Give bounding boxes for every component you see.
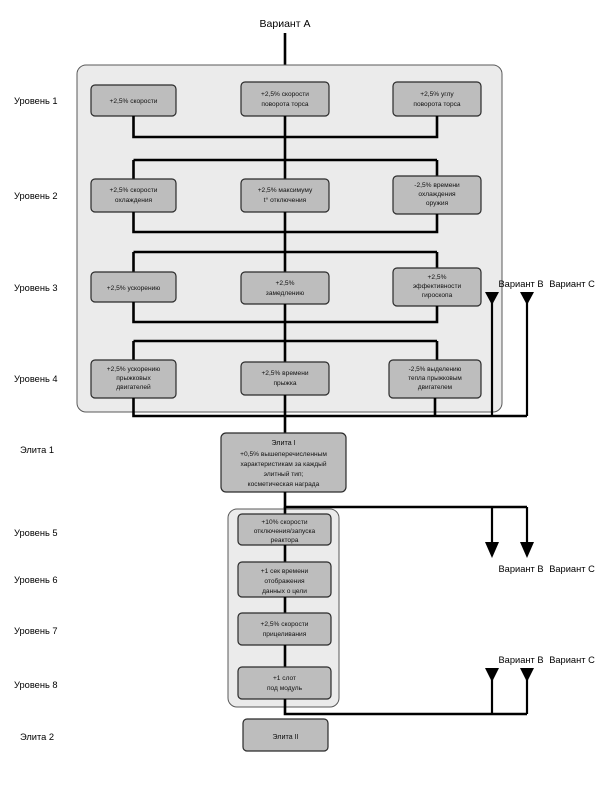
row-label-level-7: Уровень 7 [14, 626, 58, 636]
arrowhead-variant-b-pair3 [485, 668, 499, 682]
node-level1-left-line1: +2,5% скорости [110, 98, 158, 105]
node-elite1-line5: косметическая награда [248, 481, 320, 488]
row-label-elite-2: Элита 2 [20, 732, 54, 742]
node-level1-right-line1: +2,5% углу [420, 91, 454, 98]
node-level4-mid-line2: прыжка [273, 380, 296, 387]
node-level4-left-line2: прыжковых [116, 375, 151, 382]
node-level5-line2: отключения/запуска [254, 528, 316, 535]
node-level3-right-line2: эффективности [413, 283, 462, 290]
node-level3-mid[interactable] [240, 271, 330, 305]
node-level3-right-line3: гироскопа [422, 292, 453, 299]
node-elite2-line1: Элита II [272, 732, 298, 741]
node-level1-mid[interactable] [240, 81, 330, 117]
node-level2-mid[interactable] [240, 178, 330, 213]
node-elite2[interactable] [242, 718, 329, 752]
lower-branch-panel [227, 508, 340, 708]
row-label-level-4: Уровень 4 [14, 374, 58, 384]
row-label-level-2: Уровень 2 [14, 191, 58, 201]
edge-level8-bus [283, 699, 527, 716]
node-level2-right-line3: оружия [426, 200, 449, 207]
node-level4-right-line1: -2,5% выделению [409, 366, 462, 373]
node-level6-line1: +1 сек времени [261, 568, 309, 575]
node-level1-mid-line1: +2,5% скорости [261, 91, 309, 98]
node-level7-line2: прицеливания [263, 631, 307, 638]
edge-level4-bus-bottom [132, 398, 527, 418]
arrowhead-variant-c-pair1 [520, 292, 534, 305]
node-level5-line3: реактора [271, 537, 299, 544]
node-level4-left-line1: +2,5% ускорению [107, 366, 161, 373]
upper-branch-panel [76, 64, 503, 413]
node-level2-right-line1: -2,5% времени [414, 182, 460, 189]
node-level1-right[interactable] [392, 81, 482, 117]
variant-c-label-pair2: Вариант C [549, 564, 595, 574]
variant-b-label-pair1: Вариант B [498, 279, 543, 289]
node-level3-mid-line2: замедлению [266, 290, 304, 297]
row-label-level-1: Уровень 1 [14, 96, 58, 106]
row-label-level-8: Уровень 8 [14, 680, 58, 690]
variant-c-label-pair1: Вариант C [549, 279, 595, 289]
node-level3-right-line1: +2,5% [428, 274, 447, 281]
node-level2-right-line2: охлаждения [418, 191, 456, 198]
node-level7-line1: +2,5% скорости [261, 621, 309, 628]
node-level8-line1: +1 слот [273, 675, 296, 682]
node-level2-mid-line2: t° отключения [264, 196, 307, 204]
node-level1-mid-line2: поворота торса [261, 101, 309, 108]
node-level4-mid[interactable] [240, 361, 330, 396]
node-elite1-line1: Элита I [271, 438, 295, 447]
node-level8-line2: под модуль [267, 685, 303, 692]
arrowhead-variant-b-pair1 [485, 292, 499, 305]
node-level7[interactable] [237, 612, 332, 646]
row-label-level-3: Уровень 3 [14, 283, 58, 293]
variant-c-label-pair3: Вариант C [549, 655, 595, 665]
node-level2-mid-line1: +2,5% максимуму [258, 187, 313, 194]
node-level4-right-line3: двигателем [418, 384, 452, 391]
node-level5-line1: +10% скорости [261, 519, 307, 526]
row-label-level-5: Уровень 5 [14, 528, 58, 538]
node-level3-left-line1: +2,5% ускорению [107, 285, 161, 292]
arrowhead-variant-c-pair3 [520, 668, 534, 682]
root-label: Вариант А [260, 18, 311, 30]
node-level6-line2: отображения [264, 577, 305, 585]
node-level4-left-line3: двигателей [116, 383, 151, 391]
variant-b-label-pair3: Вариант B [498, 655, 543, 665]
row-label-level-6: Уровень 6 [14, 575, 58, 585]
edge-elite1-bus [283, 492, 527, 509]
row-label-elite-1: Элита 1 [20, 445, 54, 455]
node-level2-left[interactable] [90, 178, 177, 213]
node-elite1-line3: характеристикам за каждый [240, 460, 326, 468]
node-level1-right-line2: поворота торса [413, 101, 461, 108]
node-level2-left-line1: +2,5% скорости [110, 187, 158, 194]
variant-b-label-pair2: Вариант B [498, 564, 543, 574]
arrowhead-variant-c-pair2 [520, 542, 534, 558]
node-level4-right-line2: тепла прыжковым [408, 375, 462, 382]
node-elite1-line4: элитный тип; [264, 470, 304, 478]
node-elite1[interactable] [220, 432, 347, 493]
arrowhead-variant-b-pair2 [485, 542, 499, 558]
node-level6-line3: данных о цели [262, 588, 307, 595]
node-elite1-line2: +0,5% вышеперечисленным [240, 451, 327, 458]
node-level4-mid-line1: +2,5% времени [261, 370, 308, 377]
node-level3-mid-line1: +2,5% [276, 280, 295, 287]
node-level2-left-line2: охлаждения [115, 197, 153, 204]
node-level8[interactable] [237, 666, 332, 700]
